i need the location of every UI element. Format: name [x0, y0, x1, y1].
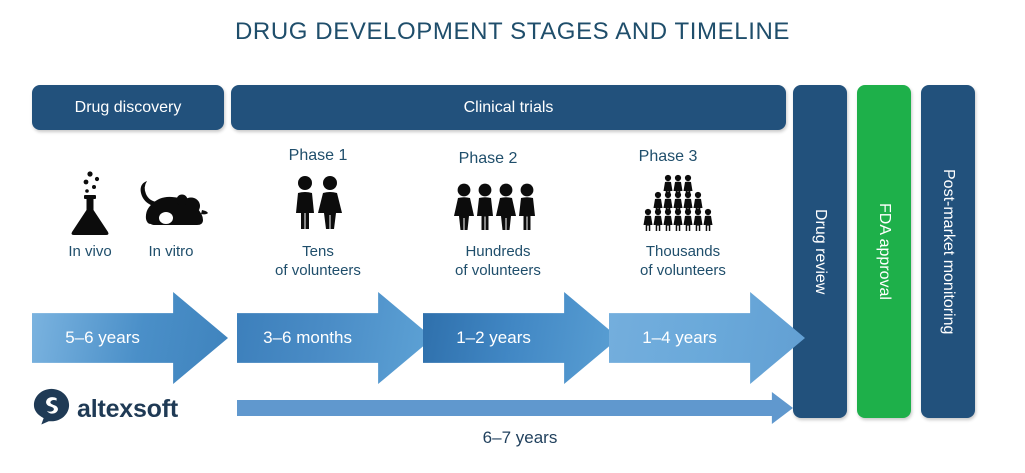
- stage-bar-drug-review[interactable]: Drug review: [793, 85, 847, 418]
- phase-2-caption-line2: of volunteers: [455, 262, 541, 279]
- duration-arrow-drug-discovery[interactable]: 5–6 years: [32, 292, 228, 384]
- duration-arrow-phase-1[interactable]: 3–6 months: [237, 292, 433, 384]
- phase-3-caption: Thousands of volunteers: [600, 242, 766, 280]
- altexsoft-logo[interactable]: altexsoft: [33, 388, 178, 430]
- phase-1-caption-line2: of volunteers: [275, 262, 361, 279]
- stage-bar-fda-approval[interactable]: FDA approval: [857, 85, 911, 418]
- phase-2-caption-line1: Hundreds: [465, 243, 531, 260]
- stage-bar-drug-discovery[interactable]: Drug discovery: [32, 85, 224, 130]
- duration-arrow-label: 5–6 years: [65, 328, 140, 347]
- duration-arrow-label: 3–6 months: [263, 328, 352, 347]
- phase-2-caption: Hundreds of volunteers: [418, 242, 578, 280]
- duration-arrow-phase-3[interactable]: 1–4 years: [609, 292, 805, 384]
- stage-bar-label: Clinical trials: [463, 98, 554, 116]
- stage-bar-label: Post-market monitoring: [940, 168, 957, 335]
- duration-arrow-label: 1–2 years: [456, 328, 531, 347]
- page-title: DRUG DEVELOPMENT STAGES AND TIMELINE: [234, 18, 791, 45]
- stage-bar-label: Drug review: [812, 208, 829, 295]
- flask-icon: [62, 168, 116, 236]
- phase-3-title: Phase 3: [638, 148, 698, 165]
- phase-1-title: Phase 1: [288, 147, 348, 164]
- flask-icon-label: In vivo: [68, 243, 112, 260]
- duration-arrow-phase-2[interactable]: 1–2 years: [423, 292, 619, 384]
- duration-arrow-label: 1–4 years: [642, 328, 717, 347]
- altexsoft-logo-mark: [33, 388, 70, 430]
- phase-3-caption-line2: of volunteers: [640, 262, 726, 279]
- total-timeline-label: 6–7 years: [482, 428, 558, 447]
- phase-3-caption-line1: Thousands: [645, 243, 721, 260]
- people-pyramid-icon: [636, 174, 720, 232]
- mouse-icon: [133, 180, 209, 232]
- stage-bar-label: FDA approval: [876, 203, 893, 300]
- two-people-icon: [288, 175, 348, 230]
- four-people-icon: [452, 183, 540, 231]
- altexsoft-logo-text: altexsoft: [77, 394, 179, 423]
- phase-1-caption: Tens of volunteers: [250, 242, 386, 280]
- stage-bar-clinical-trials[interactable]: Clinical trials: [231, 85, 786, 130]
- mouse-icon-label: In vitro: [148, 243, 194, 260]
- phase-1-caption-line1: Tens: [302, 243, 334, 260]
- phase-2-title: Phase 2: [458, 150, 518, 167]
- total-timeline-arrow: [237, 392, 793, 424]
- stage-bar-label: Drug discovery: [74, 98, 182, 116]
- stage-bar-post-market-monitoring[interactable]: Post-market monitoring: [921, 85, 975, 418]
